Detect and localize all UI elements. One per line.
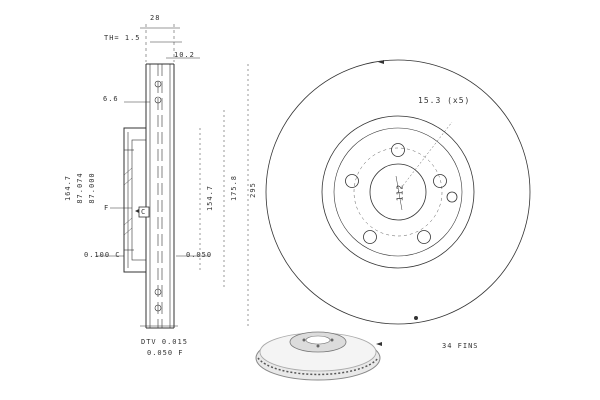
dim-295: 295 bbox=[249, 182, 257, 198]
dim-6-6: 6.6 bbox=[103, 95, 119, 103]
locating-hole bbox=[446, 191, 458, 203]
center-bore-circle bbox=[369, 163, 427, 221]
bolt-holes-label: 15.3 (x5) bbox=[418, 96, 471, 105]
pcd-label: 112 bbox=[395, 183, 405, 202]
section-marker bbox=[378, 60, 384, 64]
datum-f-label: F bbox=[104, 204, 110, 212]
dim-10-2: 10.2 bbox=[174, 51, 195, 59]
disc-face-view bbox=[265, 59, 531, 325]
dim-87-074: 87.074 bbox=[76, 172, 84, 204]
bolt-hole bbox=[391, 143, 405, 157]
disc-section-view bbox=[96, 24, 249, 329]
datum-c-label: C bbox=[141, 208, 147, 216]
disc-3d-thumbnail bbox=[255, 331, 381, 381]
dim-87-000: 87.000 bbox=[88, 172, 96, 204]
bolt-hole bbox=[345, 174, 359, 188]
bolt-hole bbox=[417, 230, 431, 244]
bolt-hole bbox=[433, 174, 447, 188]
dim-width: 28 bbox=[150, 14, 161, 22]
runout-note: 0.050 F bbox=[147, 349, 184, 357]
dim-154-7: 154.7 bbox=[206, 184, 214, 212]
section-marker bbox=[376, 342, 382, 346]
dim-175-8: 175.8 bbox=[230, 174, 238, 202]
datum-arrow bbox=[135, 209, 139, 213]
dtv-note: DTV 0.015 bbox=[141, 338, 188, 346]
fins-label: 34 FINS bbox=[442, 342, 479, 350]
dim-164-7: 164.7 bbox=[64, 174, 72, 202]
disc-outer-circle bbox=[265, 59, 531, 325]
tolerance-left: 0.100 C bbox=[84, 251, 121, 259]
dim-thickness: TH= 1.5 bbox=[104, 34, 141, 42]
hat-inner-circle bbox=[333, 127, 463, 257]
pcd-circle bbox=[353, 147, 443, 237]
bolt-hole bbox=[363, 230, 377, 244]
fin-marker bbox=[414, 316, 418, 320]
tolerance-right: 0.050 bbox=[186, 251, 213, 259]
hat-outer-circle bbox=[321, 115, 475, 269]
